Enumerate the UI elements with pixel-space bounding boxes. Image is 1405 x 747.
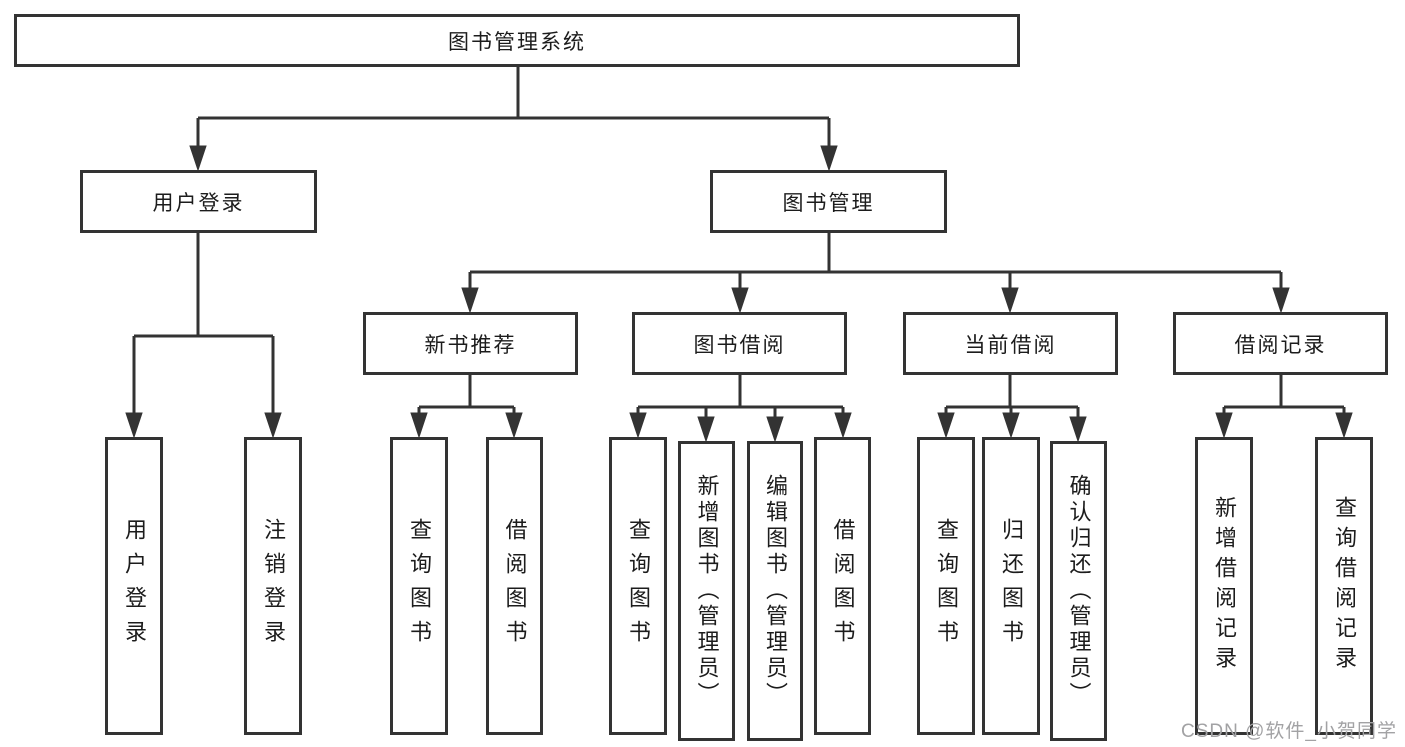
node-borrow-records: 借阅记录	[1173, 312, 1388, 375]
leaf-user-login: 用户登录	[105, 437, 163, 735]
connector-new-book-recommend-to-children	[410, 375, 523, 439]
leaf-query-books: 查询图书	[390, 437, 448, 735]
leaf-add-borrow-record: 新增借阅记录	[1195, 437, 1253, 735]
leaf-query-books: 查询图书	[609, 437, 667, 735]
node-label: 当前借阅	[964, 333, 1057, 357]
connector-root-to-level1	[189, 66, 838, 172]
leaf-borrow-books: 借阅图书	[814, 437, 871, 735]
node-label: 确认归还（管理员）	[1066, 474, 1092, 708]
node-label: 图书管理系统	[448, 30, 586, 54]
node-label: 借阅图书	[830, 518, 856, 654]
node-label: 借阅记录	[1234, 333, 1327, 357]
node-label: 注销登录	[261, 518, 286, 654]
node-label: 用户登录	[122, 518, 147, 654]
node-label: 新增图书（管理员）	[694, 474, 720, 708]
node-book-management: 图书管理	[710, 170, 947, 233]
connector-book-management-to-level2	[461, 233, 1290, 314]
leaf-borrow-books: 借阅图书	[486, 437, 543, 735]
leaf-return-books: 归还图书	[982, 437, 1040, 735]
leaf-add-books-admin: 新增图书（管理员）	[678, 441, 735, 741]
node-user-login: 用户登录	[80, 170, 317, 233]
node-label: 查询图书	[934, 518, 959, 654]
node-label: 新书推荐	[424, 333, 517, 357]
node-current-borrow: 当前借阅	[903, 312, 1118, 375]
leaf-query-books: 查询图书	[917, 437, 975, 735]
node-label: 查询借阅记录	[1332, 496, 1357, 676]
node-label: 编辑图书（管理员）	[763, 474, 788, 708]
connector-current-borrow-to-children	[937, 375, 1087, 443]
node-label: 图书借阅	[693, 333, 786, 357]
watermark: CSDN @软件_小贺同学	[1181, 721, 1397, 742]
node-label: 借阅图书	[502, 518, 528, 654]
connector-borrow-records-to-children	[1215, 375, 1353, 439]
node-library-management-system: 图书管理系统	[14, 14, 1020, 67]
leaf-confirm-return-admin: 确认归还（管理员）	[1050, 441, 1107, 741]
connector-book-borrow-to-children	[629, 375, 852, 443]
node-label: 查询图书	[626, 518, 651, 654]
node-label: 查询图书	[407, 518, 432, 654]
node-book-borrow: 图书借阅	[632, 312, 847, 375]
leaf-logout: 注销登录	[244, 437, 302, 735]
node-label: 图书管理	[782, 191, 875, 215]
leaf-edit-books-admin: 编辑图书（管理员）	[747, 441, 803, 741]
node-label: 新增借阅记录	[1212, 496, 1237, 676]
node-new-book-recommend: 新书推荐	[363, 312, 578, 375]
node-label: 归还图书	[999, 518, 1024, 654]
leaf-query-borrow-record: 查询借阅记录	[1315, 437, 1373, 735]
connector-user-login-to-children	[125, 233, 282, 439]
node-label: 用户登录	[152, 191, 245, 215]
